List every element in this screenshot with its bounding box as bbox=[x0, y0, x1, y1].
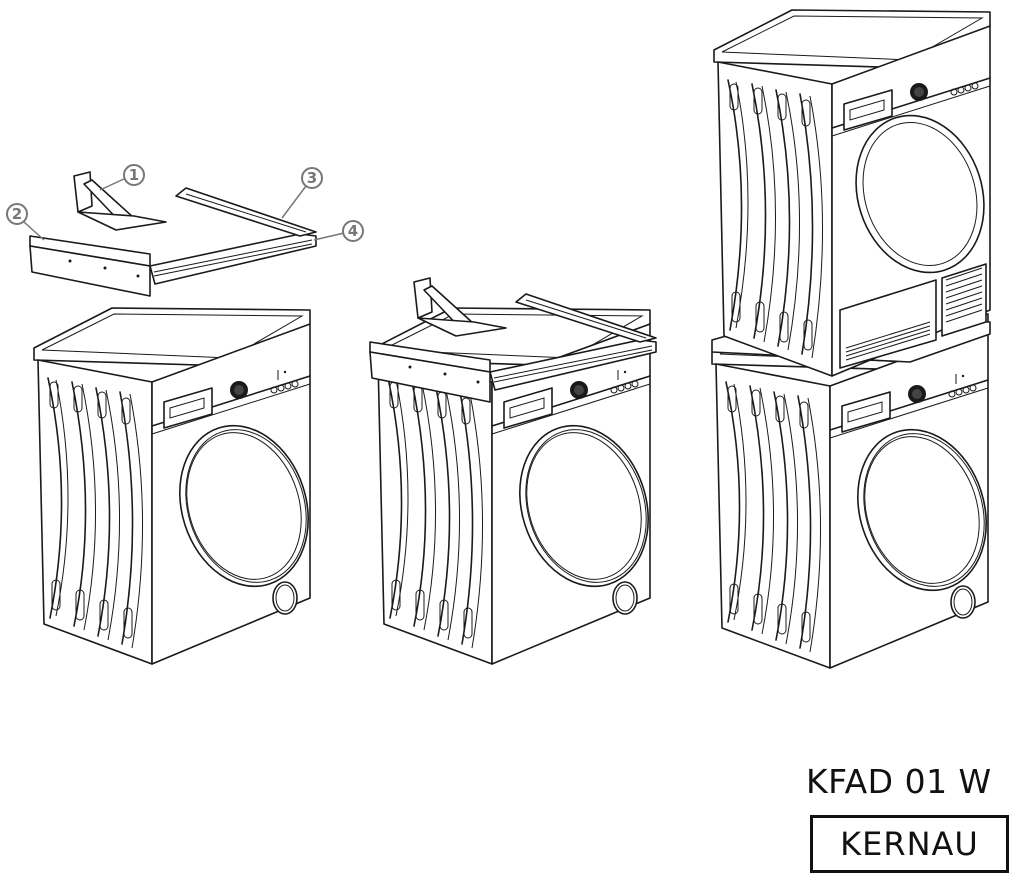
dryer bbox=[713, 9, 1005, 377]
callout-4: 4 bbox=[313, 220, 364, 242]
callout-3: 3 bbox=[281, 167, 323, 219]
step-3-group bbox=[711, 9, 1008, 669]
callout-1: 1 bbox=[99, 164, 145, 191]
stacking-kit-exploded bbox=[29, 171, 317, 297]
callout-2: 2 bbox=[6, 203, 45, 241]
washing-machine-1 bbox=[33, 307, 330, 665]
svg-text:2: 2 bbox=[12, 205, 22, 223]
brand-name: KERNAU bbox=[840, 825, 979, 863]
model-number: KFAD 01 W bbox=[806, 762, 992, 801]
svg-text:3: 3 bbox=[307, 169, 317, 187]
step-2-group bbox=[369, 277, 670, 665]
step-1-group: 1 2 3 4 bbox=[6, 164, 364, 665]
svg-text:1: 1 bbox=[129, 166, 139, 184]
brand-logo: KERNAU bbox=[810, 815, 1009, 873]
svg-text:4: 4 bbox=[348, 222, 358, 240]
